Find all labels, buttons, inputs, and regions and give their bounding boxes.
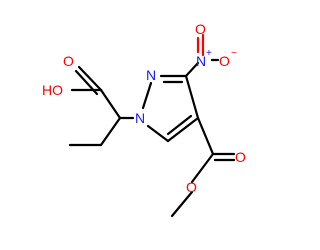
- nitro-right-oxygen-label: O: [219, 53, 230, 69]
- molecule-canvas: O HO N N N + O O − O O: [42, 21, 246, 218]
- nitro-nitrogen-label: N: [196, 53, 206, 69]
- bond-n1-n2: [141, 81, 153, 110]
- nitro-negative-charge: −: [231, 48, 237, 59]
- ester-carbonyl-oxygen-label: O: [235, 149, 246, 165]
- bond-c-o-double-a: [77, 65, 103, 92]
- bond-c3-c4: [184, 74, 200, 120]
- nitro-positive-charge: +: [206, 48, 212, 59]
- acid-carbonyl-oxygen-label: O: [63, 53, 74, 69]
- bond-c4-c5-a: [166, 116, 200, 143]
- bond-c5-n1: [146, 124, 170, 143]
- bond-c4-ester-c: [196, 116, 215, 156]
- bond-ca-ch2: [99, 116, 122, 147]
- bond-ester-c-o-ether: [190, 152, 215, 184]
- ring-n2-label: N: [146, 67, 156, 83]
- bond-ether-o-ch3: [170, 190, 194, 218]
- bond-c3-nitro-n: [184, 61, 200, 78]
- bond-c4-c5-b: [166, 114, 193, 136]
- acid-hydroxyl-label: HO: [42, 82, 63, 98]
- ester-ether-oxygen-label: O: [186, 179, 197, 195]
- bond-ca-cooh: [99, 88, 122, 120]
- ring-n1-label: N: [135, 110, 145, 126]
- nitro-top-oxygen-label: O: [195, 21, 206, 37]
- bond-c-o-double-b: [74, 69, 99, 96]
- structure-drawing: O HO N N N + O O − O O: [42, 21, 246, 218]
